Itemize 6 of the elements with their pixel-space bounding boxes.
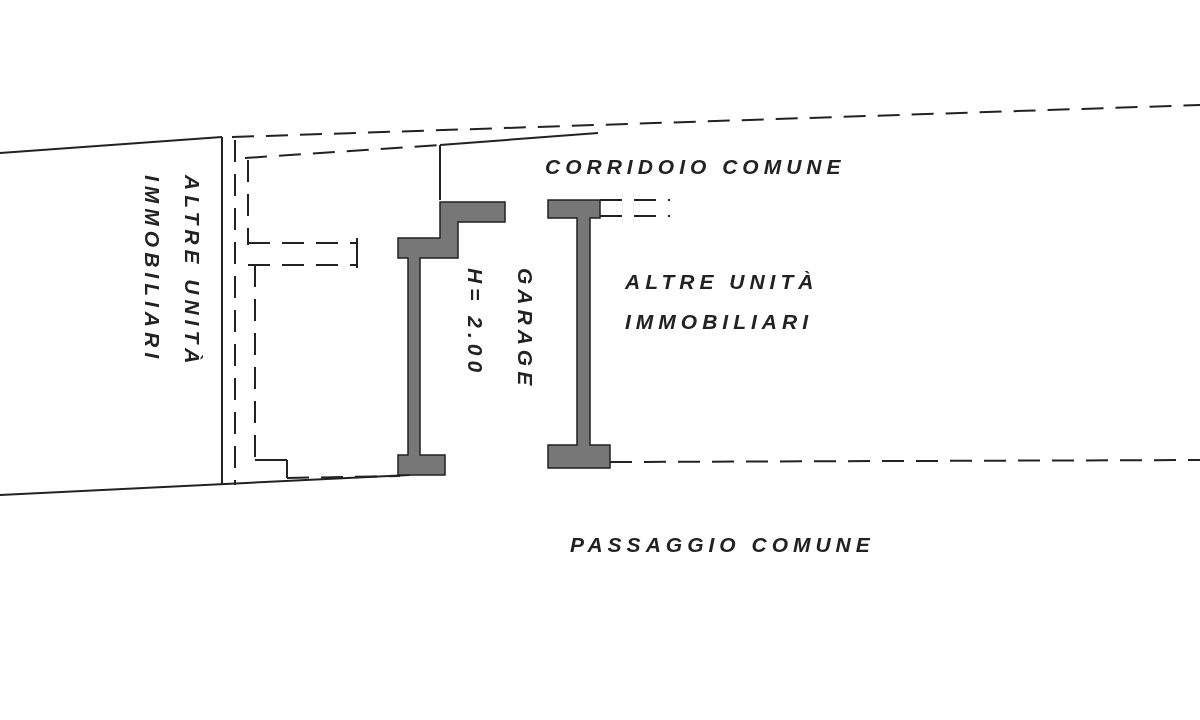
room-label: PASSAGGIO COMUNE [570,532,876,558]
height-dimension: H= 2.00 [463,268,488,380]
room-label: GARAGE [513,268,538,393]
room-label: ALTRE UNITÀ IMMOBILIARI [140,175,205,371]
room-label: CORRIDOIO COMUNE [545,154,847,180]
room-label: ALTRE UNITÀ IMMOBILIARI [625,269,820,335]
